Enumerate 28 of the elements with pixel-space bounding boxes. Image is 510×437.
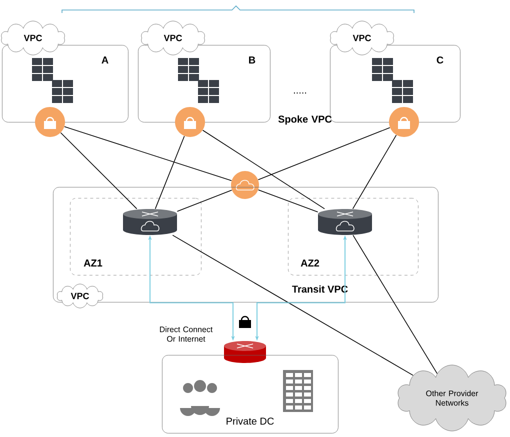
connector: [258, 127, 390, 180]
cloud-icon: [231, 171, 259, 199]
lock-icon: [175, 107, 205, 137]
zone-box: AZ1: [70, 198, 202, 276]
zone-box: AZ2: [288, 198, 418, 276]
connector: [352, 234, 438, 374]
connector: [352, 134, 397, 210]
lock-icon: [389, 107, 419, 137]
connector: [172, 234, 414, 376]
cloud: VPC: [330, 20, 394, 56]
lock-icon: [35, 107, 65, 137]
router-icon: [318, 209, 372, 235]
link-label: Direct Connect Or Internet: [160, 326, 213, 342]
cloud: VPC: [1, 20, 65, 56]
router-icon: [224, 341, 266, 363]
connector: [60, 132, 138, 210]
connector: [64, 126, 232, 182]
group-label: Spoke VPC: [278, 115, 332, 125]
group-box: Private DC: [162, 355, 338, 434]
cloud: VPC: [141, 20, 205, 56]
connector: [258, 190, 318, 212]
cloud: Other Provider Networks: [398, 364, 506, 432]
cloud: VPC: [57, 284, 103, 308]
connector: [202, 130, 325, 210]
router-icon: [123, 209, 177, 235]
connector: [154, 136, 185, 210]
ellipsis-text: .....: [294, 92, 306, 94]
connector: [176, 190, 232, 212]
